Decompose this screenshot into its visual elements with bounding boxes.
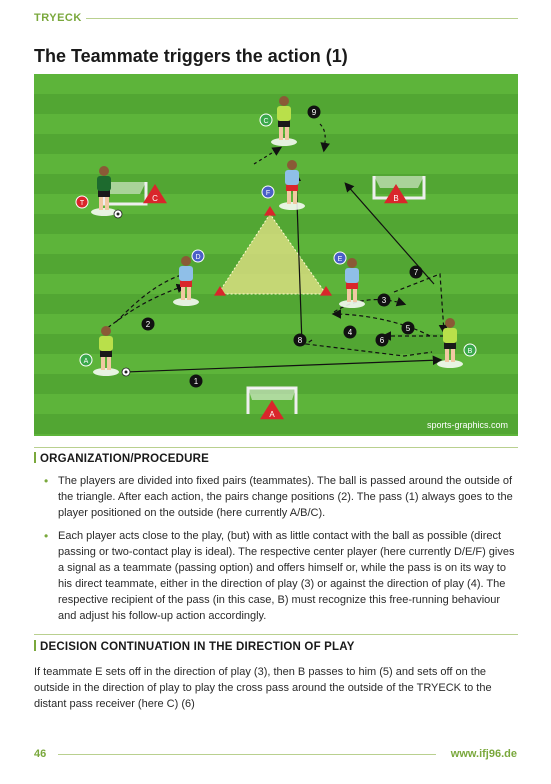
- organization-list: The players are divided into fixed pairs…: [42, 473, 517, 631]
- svg-text:C: C: [152, 194, 158, 203]
- player-figure: F: [261, 160, 305, 210]
- list-item: Each player acts close to the play, (but…: [42, 528, 517, 624]
- pitch-illustration: C B A A B C D E F T 1 2 3 4 5 6 7 8 9: [34, 74, 518, 436]
- svg-text:D: D: [195, 254, 200, 261]
- player-figure: A: [79, 326, 119, 376]
- footer-url: www.ifj96.de: [450, 748, 517, 760]
- player-badge: C: [259, 113, 273, 127]
- triangle-cone: [214, 286, 226, 296]
- svg-text:8: 8: [298, 336, 303, 345]
- goal-cone: B: [384, 184, 408, 204]
- svg-text:B: B: [393, 194, 398, 203]
- training-diagram: C B A A B C D E F T 1 2 3 4 5 6 7 8 9 sports-graphics.co…: [34, 74, 518, 436]
- svg-text:A: A: [269, 410, 275, 419]
- ball-icon: [113, 209, 123, 219]
- player-badge: E: [333, 251, 347, 265]
- svg-text:E: E: [338, 256, 343, 263]
- svg-text:B: B: [468, 348, 473, 355]
- player-badge: B: [463, 343, 477, 357]
- svg-text:T: T: [80, 200, 85, 207]
- goal-cone: C: [143, 184, 167, 204]
- goal-a: [246, 386, 298, 414]
- player-figure: C: [259, 96, 297, 146]
- action-number-badge: 5: [401, 321, 415, 335]
- brand-divider: [86, 18, 518, 19]
- player-figure: E: [333, 251, 365, 308]
- action-number-badge: 3: [377, 293, 391, 307]
- svg-text:3: 3: [382, 296, 387, 305]
- svg-text:A: A: [84, 358, 89, 365]
- svg-text:6: 6: [380, 336, 385, 345]
- action-number-badge: 1: [189, 374, 203, 388]
- player-badge: D: [191, 249, 205, 263]
- svg-text:1: 1: [194, 377, 199, 386]
- triangle-cone: [264, 206, 276, 216]
- footer-divider: [58, 754, 436, 755]
- player-figure: D: [173, 249, 205, 306]
- action-number-badge: 9: [307, 105, 321, 119]
- svg-text:4: 4: [348, 328, 353, 337]
- player-badge: F: [261, 185, 275, 199]
- svg-text:7: 7: [414, 268, 419, 277]
- decision-heading: DECISION CONTINUATION IN THE DIRECTION O…: [34, 640, 355, 653]
- action-number-badge: 2: [141, 317, 155, 331]
- svg-text:2: 2: [146, 320, 151, 329]
- diagram-credit: sports-graphics.com: [426, 420, 508, 430]
- decision-text: If teammate E sets off in the direction …: [34, 666, 492, 710]
- section-divider: [34, 634, 518, 635]
- page-number: 46: [34, 748, 47, 760]
- svg-text:F: F: [266, 190, 270, 197]
- section-divider: [34, 447, 518, 448]
- player-figure: B: [437, 318, 477, 368]
- brand-label: TRYECK: [34, 12, 82, 24]
- list-item: The players are divided into fixed pairs…: [42, 473, 517, 521]
- player-badge: A: [79, 353, 93, 367]
- action-number-badge: 8: [293, 333, 307, 347]
- triangle-cone: [320, 286, 332, 296]
- ball-icon: [121, 367, 131, 377]
- player-figure: T: [75, 166, 117, 216]
- svg-text:9: 9: [312, 108, 317, 117]
- action-number-badge: 7: [409, 265, 423, 279]
- goal-cone: A: [260, 400, 284, 420]
- page-title: The Teammate triggers the action (1): [34, 46, 348, 66]
- player-badge: T: [75, 195, 89, 209]
- action-number-badge: 6: [375, 333, 389, 347]
- organization-heading: ORGANIZATION/PROCEDURE: [34, 452, 209, 465]
- svg-text:5: 5: [406, 324, 411, 333]
- action-number-badge: 4: [343, 325, 357, 339]
- svg-text:C: C: [263, 118, 268, 125]
